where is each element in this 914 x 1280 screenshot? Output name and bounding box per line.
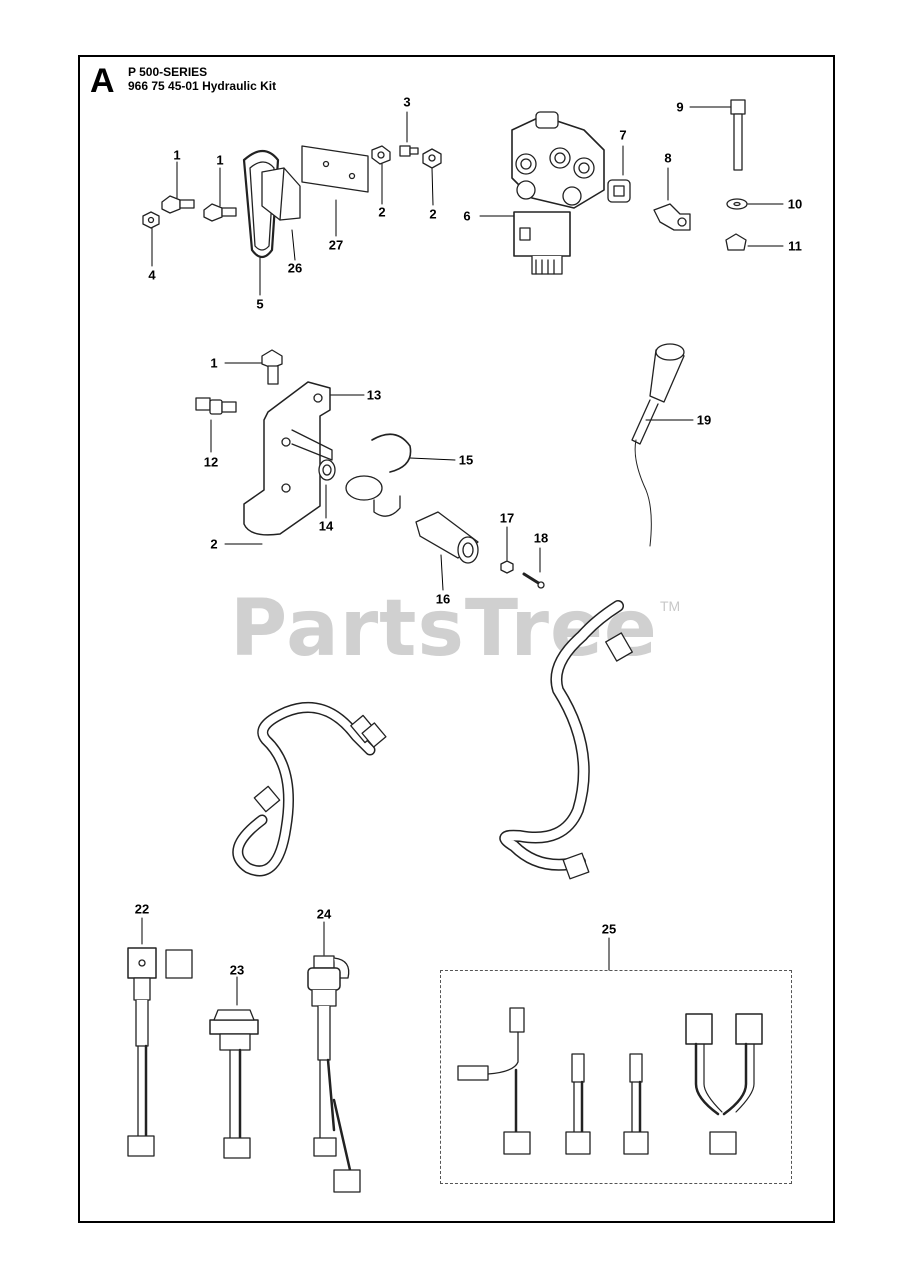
callout-15: 15: [458, 452, 474, 468]
fitting-7-icon: [607, 179, 631, 203]
callout-27: 27: [328, 237, 344, 253]
bolt-9-icon: [730, 99, 746, 171]
callout-4: 4: [148, 267, 156, 283]
lever-19-icon: [631, 343, 685, 547]
kit-label: 966 75 45-01 Hydraulic Kit: [128, 79, 277, 93]
washer-10-icon: [726, 198, 748, 210]
nut-17-icon: [500, 560, 514, 574]
dust-cap-15-icon: [345, 433, 412, 517]
leader-lines: [141, 106, 784, 1006]
callout-13: 13: [366, 387, 382, 403]
diagram-frame: [78, 55, 835, 1223]
callout-23: 23: [229, 962, 245, 978]
section-letter: A: [90, 62, 115, 100]
callout-24: 24: [316, 906, 332, 922]
sensor-24-icon: [307, 955, 361, 1193]
callout-18: 18: [533, 530, 549, 546]
switch-23-icon: [209, 1009, 259, 1159]
hose-left-icon: [232, 701, 387, 877]
callout-7: 7: [619, 127, 627, 143]
washer-2a-icon: [371, 145, 391, 165]
series-label: P 500-SERIES: [128, 65, 208, 79]
bolt-1a-icon: [161, 195, 195, 214]
hose-right-icon: [499, 600, 633, 880]
kit-25-dashed-box: [440, 970, 792, 1184]
callout-11: 11: [788, 238, 802, 254]
watermark-tm: TM: [660, 598, 681, 614]
callout-5: 5: [256, 296, 264, 312]
fitting-12-icon: [195, 397, 237, 415]
callout-2: 2: [429, 206, 437, 222]
callout-9: 9: [676, 99, 684, 115]
plate-27-icon: [301, 145, 369, 193]
callout-1: 1: [210, 355, 218, 371]
callout-8: 8: [664, 150, 672, 166]
bolt-1c-icon: [261, 349, 283, 385]
callout-1: 1: [173, 147, 181, 163]
callout-12: 12: [203, 454, 219, 470]
callout-1: 1: [216, 152, 224, 168]
washer-14-icon: [318, 459, 336, 481]
valve-6-icon: [511, 111, 605, 275]
callout-25: 25: [601, 921, 617, 937]
coupler-16-icon: [415, 511, 479, 564]
bolt-1b-icon: [203, 203, 237, 222]
bracket-26-icon: [261, 167, 301, 221]
callout-26: 26: [287, 260, 303, 276]
callout-17: 17: [499, 510, 515, 526]
callout-3: 3: [403, 94, 411, 110]
nut-4-icon: [142, 211, 160, 229]
connector-22-icon: [127, 947, 193, 1157]
callout-2: 2: [378, 204, 386, 220]
bracket-13-icon: [243, 381, 333, 536]
callout-6: 6: [463, 208, 471, 224]
nut-11-icon: [725, 233, 747, 251]
callout-14: 14: [318, 518, 334, 534]
elbow-8-icon: [653, 203, 691, 231]
screw-3-icon: [399, 145, 419, 157]
callout-19: 19: [696, 412, 712, 428]
nut-2b-icon: [422, 148, 442, 169]
callout-2: 2: [210, 536, 218, 552]
screw-18-icon: [522, 572, 545, 589]
cable-harness-25-icon: [457, 1007, 763, 1155]
callout-22: 22: [134, 901, 150, 917]
callout-10: 10: [787, 196, 803, 212]
callout-16: 16: [435, 591, 451, 607]
diagram-title: P 500-SERIES 966 75 45-01 Hydraulic Kit: [128, 65, 276, 93]
